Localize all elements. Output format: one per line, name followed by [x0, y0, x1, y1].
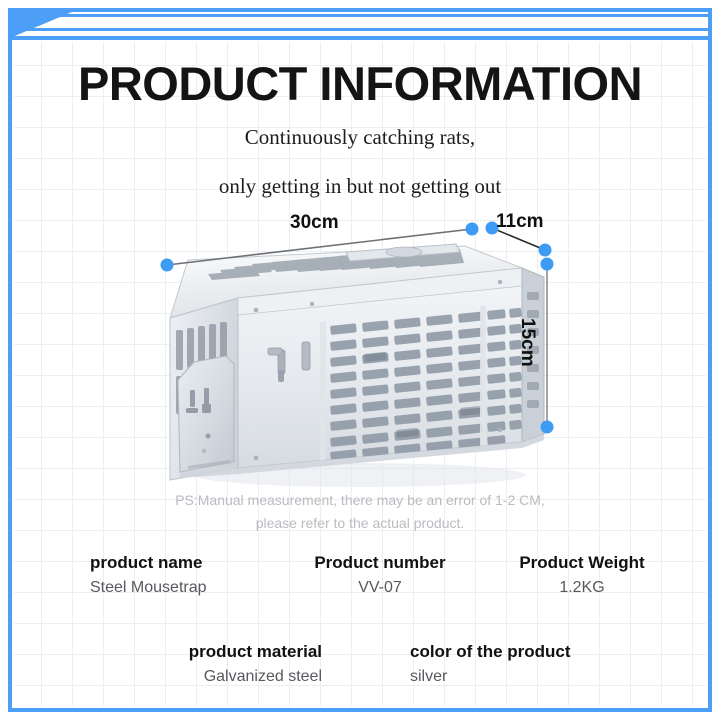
decorative-frame-border [8, 8, 712, 712]
spec-cell-product-name: product name Steel Mousetrap [0, 554, 280, 596]
subtitle-line-1: Continuously catching rats, [244, 125, 476, 149]
spec-cell-product-material: product material Galvanized steel [0, 643, 400, 685]
spec-key: product name [90, 553, 203, 572]
dimension-label-height: 15cm [517, 318, 538, 367]
spec-value: Steel Mousetrap [90, 579, 207, 596]
measurement-note-line-1: PS:Manual measurement, there may be an e… [175, 492, 545, 508]
dimension-label-length: 30cm [290, 212, 339, 233]
spec-key: product material [188, 642, 322, 661]
frame-accent-line-top-1 [24, 14, 710, 17]
subtitle-line-2: only getting in but not getting out [218, 174, 502, 198]
spec-cell-product-color: color of the product silver [400, 643, 720, 685]
spec-value: VV-07 [358, 579, 402, 596]
spec-cell-product-number: Product number VV-07 [280, 554, 480, 596]
dimension-label-depth: 11cm [496, 211, 544, 232]
spec-row-1: product name Steel Mousetrap Product num… [0, 554, 720, 596]
product-photo [160, 230, 560, 495]
spec-value: silver [410, 668, 448, 685]
spec-value: Galvanized steel [203, 668, 322, 685]
spec-cell-product-weight: Product Weight 1.2KG [480, 554, 700, 596]
frame-inner-top-rule [12, 36, 708, 40]
frame-accent-line-top-2 [24, 28, 710, 31]
measurement-note-line-2: please refer to the actual product. [255, 515, 465, 531]
spec-key: Product number [314, 553, 446, 572]
spec-key: color of the product [410, 642, 571, 661]
spec-row-2: product material Galvanized steel color … [0, 643, 720, 685]
spec-key: Product Weight [519, 553, 645, 572]
spec-value: 1.2KG [559, 579, 605, 596]
page-title: PRODUCT INFORMATION [77, 57, 643, 110]
frame-chevron-icon [10, 12, 72, 38]
